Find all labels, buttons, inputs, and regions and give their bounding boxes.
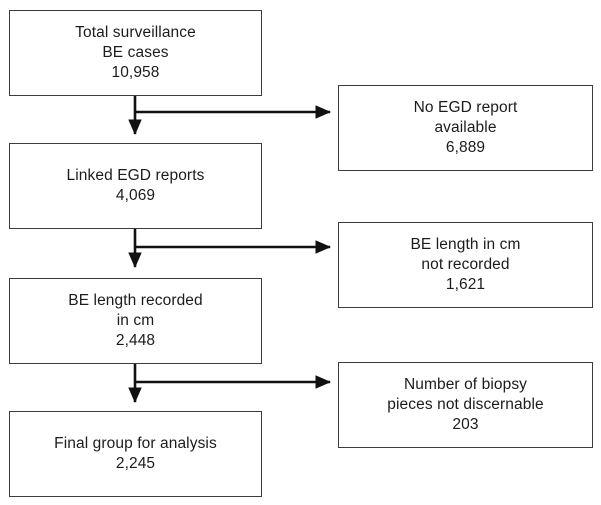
box-count: 4,069	[115, 187, 156, 204]
box-be-length-recorded: BE length recorded in cm 2,448	[9, 278, 262, 364]
box-count: 203	[452, 416, 479, 433]
box-count: 2,245	[115, 455, 156, 472]
box-linked-egd-reports: Linked EGD reports 4,069	[9, 143, 262, 229]
box-count: 2,448	[115, 332, 156, 349]
box-biopsy-pieces-not-discernable: Number of biopsy pieces not discernable …	[338, 362, 593, 448]
box-line: Final group for analysis	[54, 435, 217, 452]
box-line: Linked EGD reports	[66, 167, 205, 184]
box-count: 6,889	[445, 139, 486, 156]
box-final-group-for-analysis: Final group for analysis 2,245	[9, 411, 262, 497]
box-no-egd-report-available: No EGD report available 6,889	[338, 85, 593, 171]
box-line: pieces not discernable	[387, 396, 544, 413]
box-count: 10,958	[111, 64, 160, 81]
box-line: available	[434, 119, 497, 136]
box-total-surveillance-be-cases: Total surveillance BE cases 10,958	[9, 10, 262, 96]
box-line: BE length recorded	[68, 292, 203, 309]
box-line: No EGD report	[413, 99, 518, 116]
box-line: Number of biopsy	[403, 376, 528, 393]
box-line: in cm	[116, 312, 155, 329]
box-line: Total surveillance	[75, 24, 196, 41]
box-line: BE length in cm	[410, 236, 521, 253]
box-count: 1,621	[445, 276, 486, 293]
box-line: not recorded	[421, 256, 510, 273]
box-line: BE cases	[102, 44, 169, 61]
box-be-length-not-recorded: BE length in cm not recorded 1,621	[338, 222, 593, 308]
